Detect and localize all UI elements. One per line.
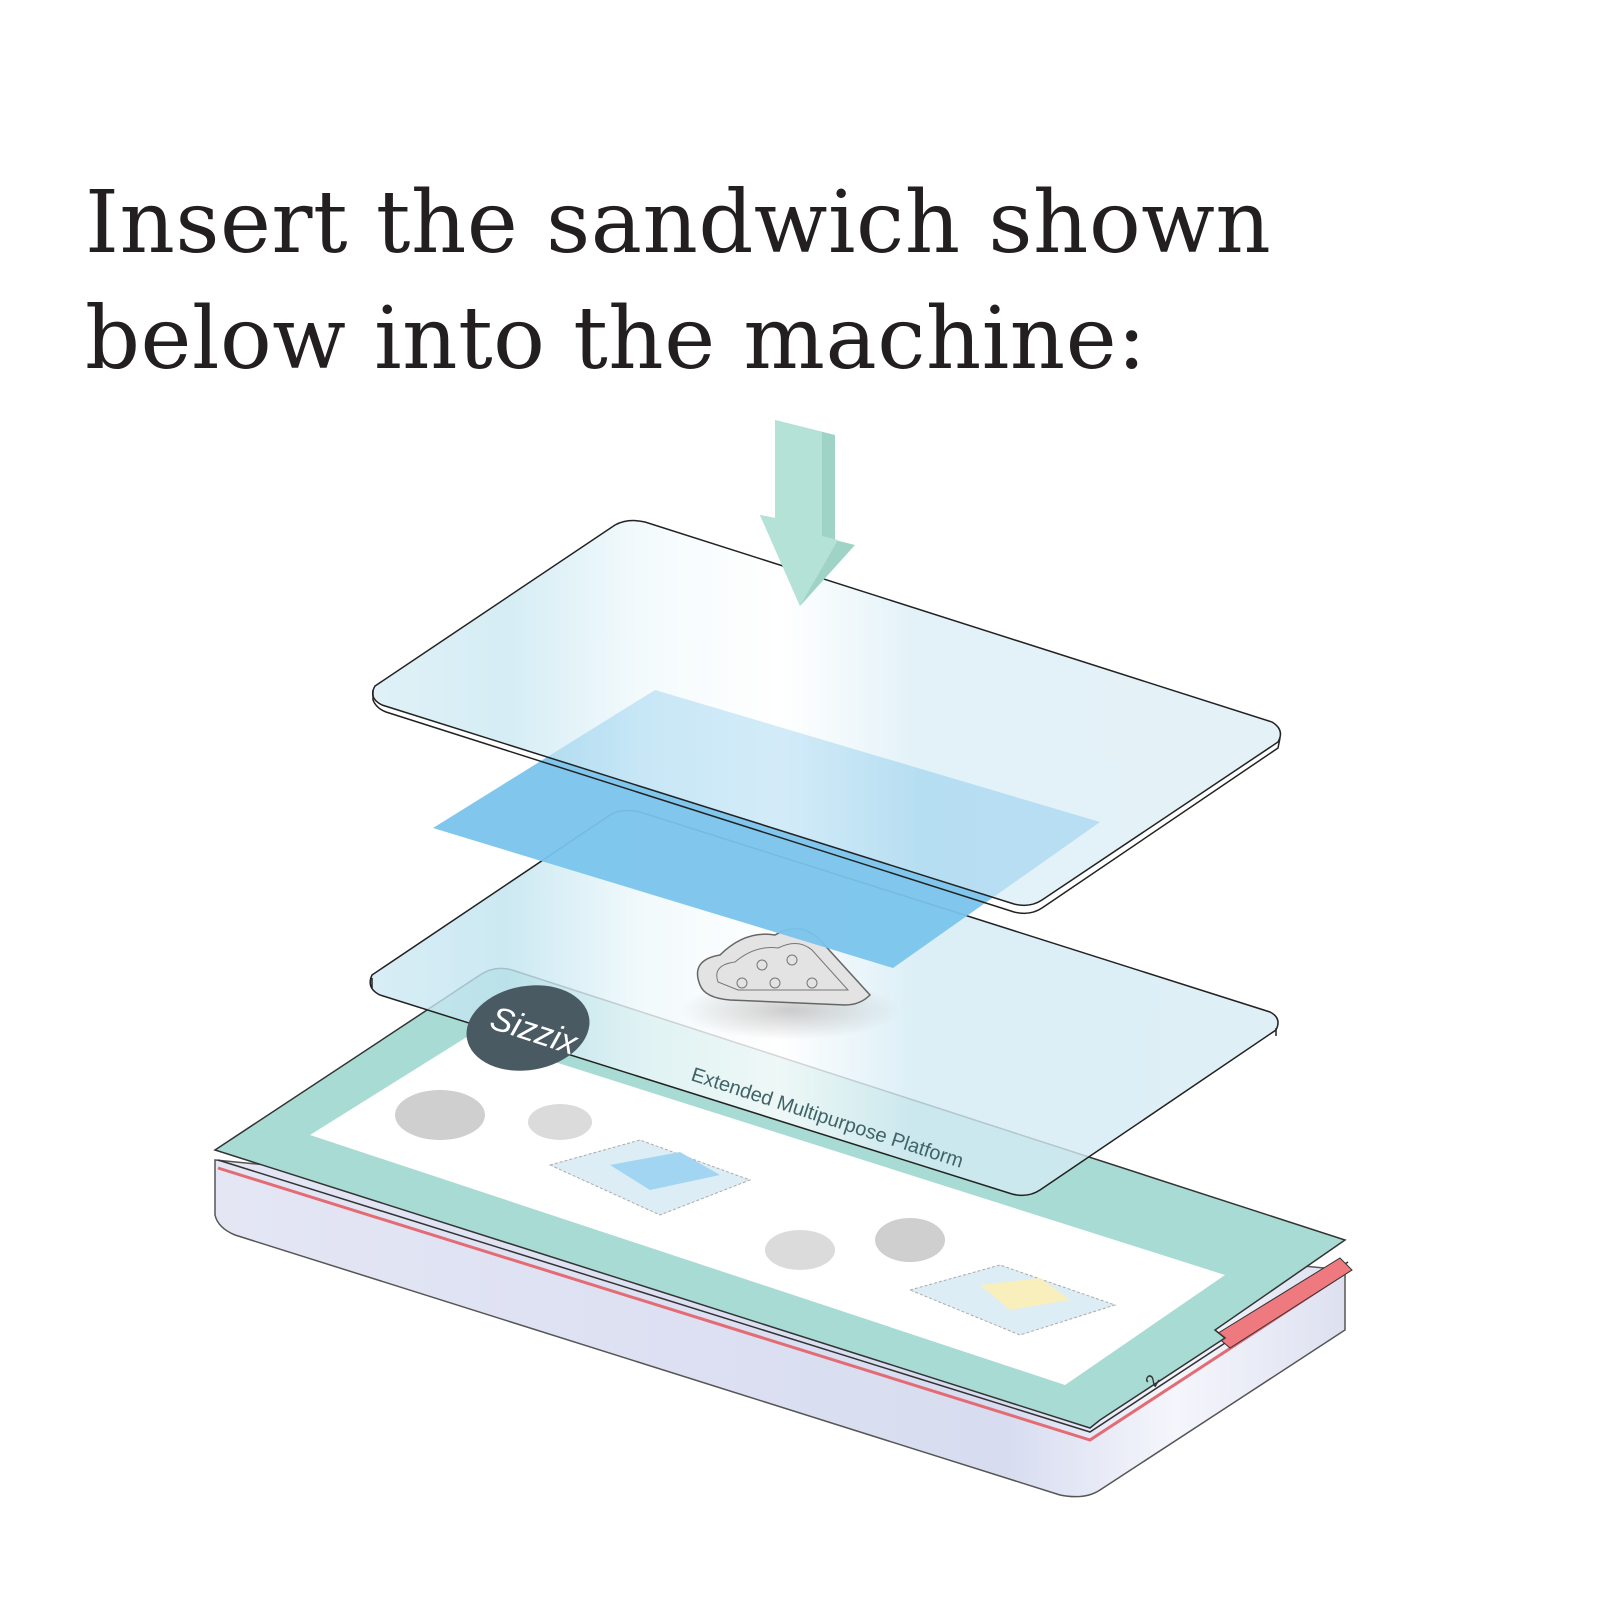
instruction-line-2: below into the machine: bbox=[85, 289, 1147, 389]
mat-diagram-thumbnails bbox=[395, 1090, 1117, 1336]
instruction-heading: Insert the sandwich shown below into the… bbox=[85, 165, 1271, 397]
insert-direction-arrow bbox=[760, 420, 855, 606]
multipurpose-platform: 2 bbox=[213, 967, 1353, 1498]
sizzix-logo: Sizzix bbox=[466, 985, 590, 1071]
instruction-line-1: Insert the sandwich shown bbox=[85, 173, 1272, 273]
upper-cutting-plate bbox=[371, 519, 1282, 915]
pink-tab bbox=[1214, 1257, 1353, 1349]
